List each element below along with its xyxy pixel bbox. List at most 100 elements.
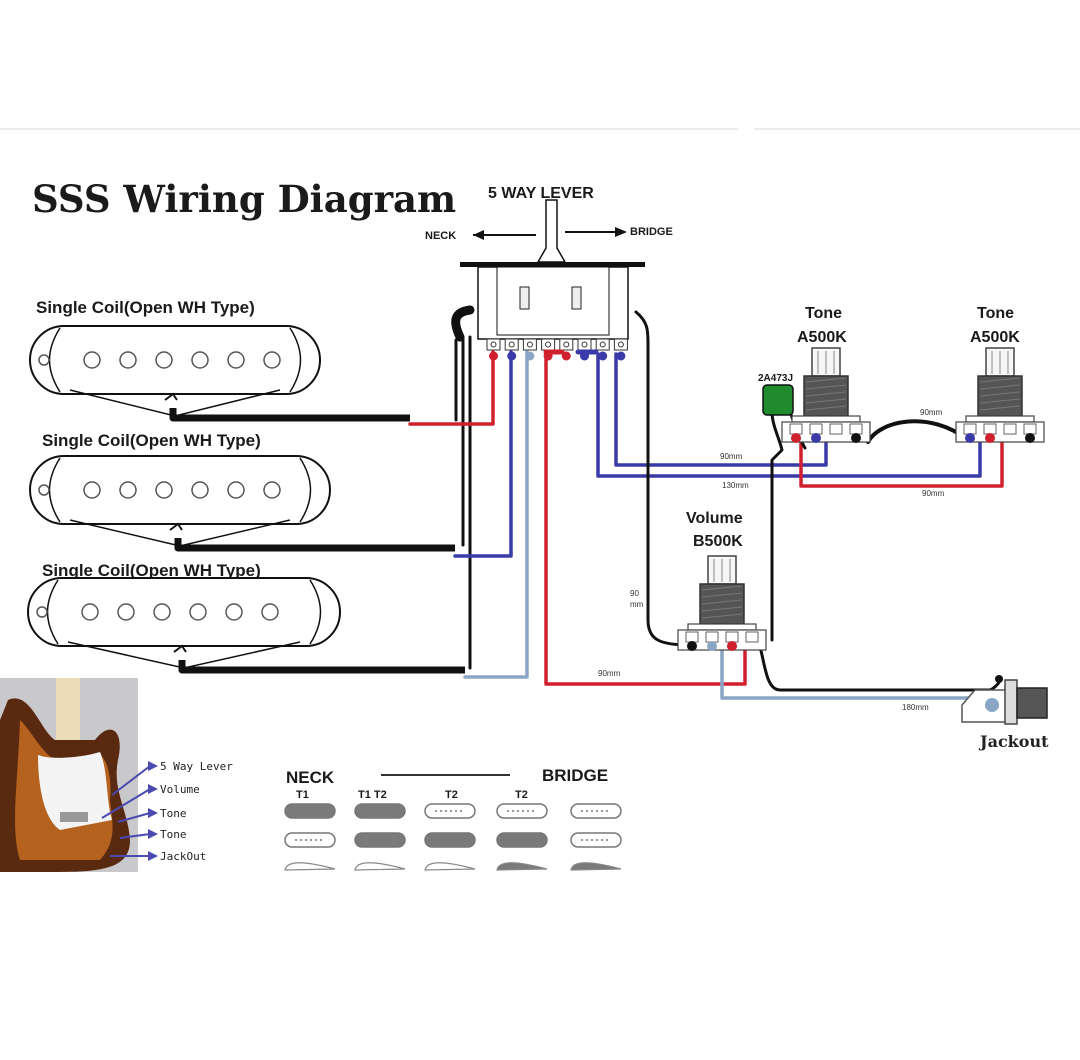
volume-pot: Volume B500K (686, 510, 743, 550)
pickup-cover (29, 325, 321, 395)
wire-length-blue-upper: 90mm (720, 452, 743, 461)
switch-label: 5 WAY LEVER (488, 185, 594, 202)
pole-piece (83, 481, 101, 499)
pole-piece (191, 351, 209, 369)
bridge-direction-label: BRIDGE (630, 226, 673, 238)
pole-piece (83, 351, 101, 369)
jack-label: Jackout (978, 732, 1049, 751)
solder-joint (965, 433, 975, 443)
pickup-active (354, 832, 406, 848)
neck-direction-label: NECK (425, 230, 456, 242)
pole-piece (261, 603, 279, 621)
capacitor: 2A473J (758, 373, 794, 416)
solder-joint (616, 351, 626, 361)
switch-mount-plate (460, 262, 645, 267)
arrow-icon (148, 784, 158, 794)
wire-length-red-volume: 90mm (598, 669, 621, 678)
solder-joint (811, 433, 821, 443)
pickup-cover (27, 577, 341, 647)
pole-piece (119, 351, 137, 369)
position-column-1: T1 (284, 789, 336, 871)
pole-piece (155, 351, 173, 369)
pole-piece (81, 603, 99, 621)
pole-piece (227, 481, 245, 499)
diagram-title: SSS Wiring Diagram (32, 177, 456, 221)
pickup-active (496, 832, 548, 848)
switch-lug (559, 338, 574, 351)
pickup-position-chart: NECK BRIDGE T1 T1 T2 T2 T2 (284, 766, 622, 871)
solder-joint (1025, 433, 1035, 443)
pickup-2: Single Coil(Open WH Type) (29, 431, 455, 552)
callout-label: Tone (160, 828, 187, 841)
pickup-active (496, 862, 548, 871)
solder-joint (598, 351, 608, 361)
callout-label: 5 Way Lever (160, 760, 233, 773)
solder-joint (851, 433, 861, 443)
tone1-value: A500K (797, 329, 847, 346)
solder-joint (561, 351, 571, 361)
position-tag: T1 T2 (358, 789, 387, 801)
solder-joint (985, 433, 995, 443)
switch-lug (577, 338, 592, 351)
pot-body (955, 347, 1045, 443)
divider-line-right (754, 128, 1080, 130)
positions-bridge-label: BRIDGE (542, 766, 608, 785)
five-way-switch: 5 WAY LEVER NECK BRIDGE (425, 185, 673, 361)
switch-lug (486, 338, 501, 351)
wire-length-tone-link: 90mm (920, 408, 943, 417)
callout-jackout: JackOut (110, 850, 206, 863)
volume-name: Volume (686, 510, 743, 527)
position-column-2: T1 T2 (354, 789, 406, 871)
tone2-name: Tone (977, 305, 1014, 322)
pickup-inactive (424, 862, 476, 871)
wire-length-black-vertical-num: 90 (630, 589, 639, 598)
pickup-label: Single Coil(Open WH Type) (42, 561, 261, 580)
position-tag: T2 (515, 789, 528, 801)
pole-piece (189, 603, 207, 621)
callout-volume: Volume (101, 783, 200, 819)
divider-line-left (0, 128, 738, 130)
tone1-name: Tone (805, 305, 842, 322)
switch-lug (595, 338, 610, 351)
pole-piece (263, 351, 281, 369)
volume-value: B500K (693, 533, 743, 550)
positions-neck-label: NECK (286, 768, 335, 787)
pot-body (781, 347, 871, 443)
callout-5-way-lever: 5 Way Lever (111, 760, 233, 796)
pickup-active (284, 803, 336, 819)
pole-piece (119, 481, 137, 499)
switch-lug (613, 338, 628, 351)
pole-piece (263, 481, 281, 499)
wire-length-jack-lead: 180mm (902, 703, 929, 712)
solder-joint (791, 433, 801, 443)
pickup-1: Single Coil(Open WH Type) (29, 298, 410, 422)
output-jack: Jackout (961, 675, 1049, 751)
position-tag: T1 (296, 789, 309, 801)
wire-length-black-vertical-unit: mm (630, 600, 644, 609)
callout-label: JackOut (160, 850, 206, 863)
pickup-3: Single Coil(Open WH Type) (27, 561, 465, 674)
position-column-5 (570, 803, 622, 871)
arrow-icon (148, 829, 158, 839)
pole-piece (191, 481, 209, 499)
pole-piece (225, 603, 243, 621)
pickup-inactive (284, 862, 336, 871)
switch-lug (541, 338, 556, 351)
position-column-4: T2 (496, 789, 548, 871)
capacitor-body (762, 384, 794, 416)
pickup-inactive (354, 862, 406, 871)
guitar-photo (0, 678, 138, 872)
callout-tone: Tone (117, 807, 187, 823)
arrow-right-icon (565, 227, 627, 237)
position-tag: T2 (445, 789, 458, 801)
arrow-icon (148, 761, 158, 771)
pole-piece (155, 481, 173, 499)
wire-length-red-tone: 90mm (922, 489, 945, 498)
pickup-cover (29, 455, 331, 525)
wire-length-blue-lower: 130mm (722, 481, 749, 490)
solder-joint (727, 641, 737, 651)
arrow-left-icon (473, 230, 536, 240)
pole-piece (153, 603, 171, 621)
